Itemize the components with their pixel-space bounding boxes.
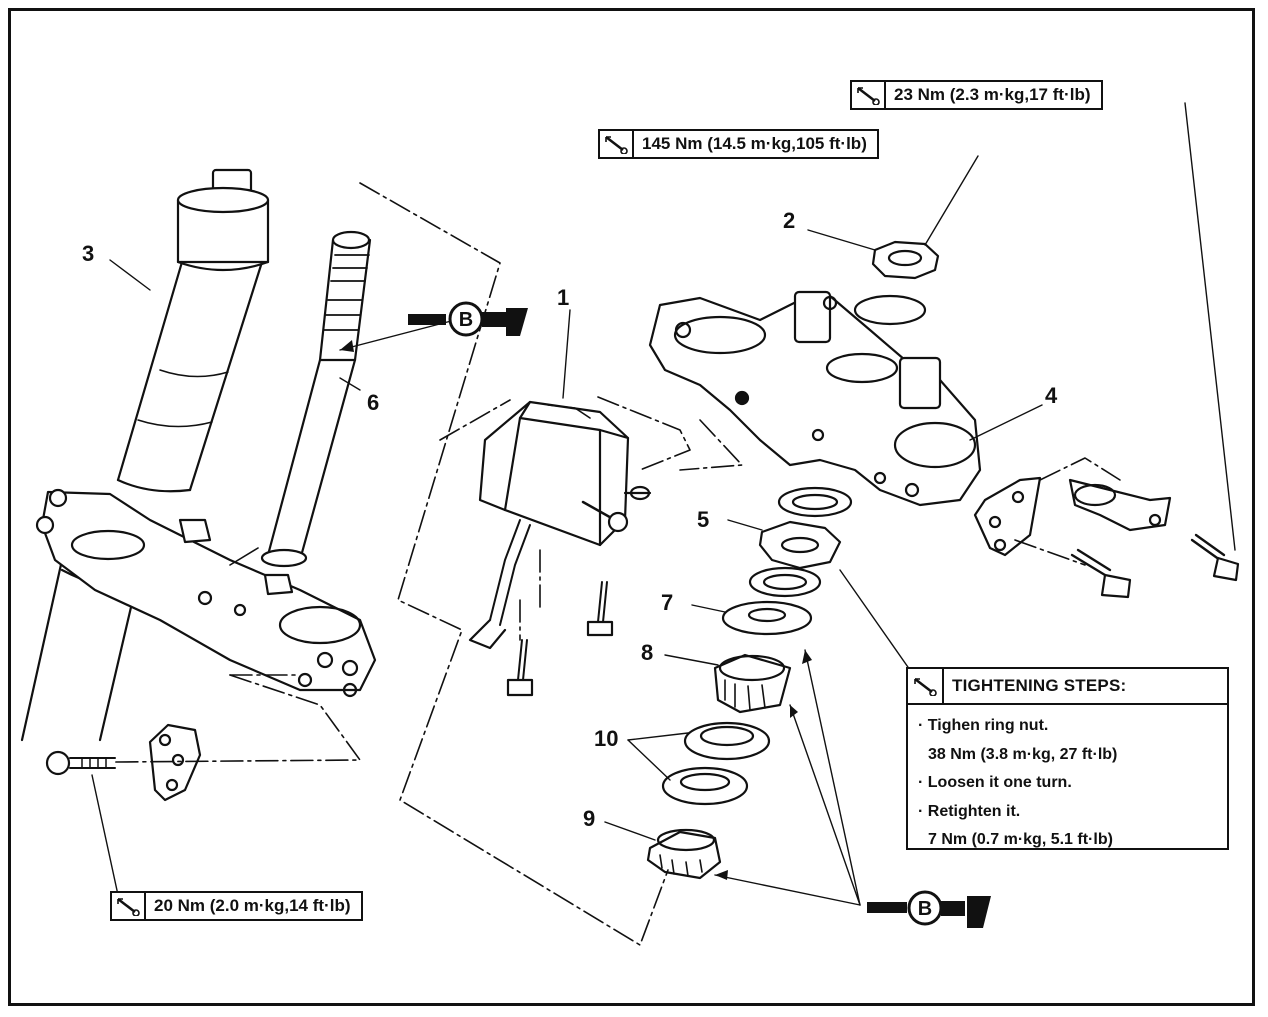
mounting-bolts-cover xyxy=(506,581,614,697)
callout-7: 7 xyxy=(661,590,674,615)
grease-gun-icon: B xyxy=(867,890,991,928)
callout-4: 4 xyxy=(1045,383,1058,408)
cover-item-1 xyxy=(468,400,652,650)
torque-wrench-icon xyxy=(600,131,634,157)
torque-value-right-bolt: 23 Nm (2.3 m·kg,17 ft·lb) xyxy=(894,85,1091,104)
torque-wrench-icon xyxy=(852,82,886,108)
step-3: · Retighten it. xyxy=(918,802,1021,820)
step-1: · Tighen ring nut. xyxy=(918,717,1049,734)
steering-stem-nut xyxy=(871,240,940,280)
torque-box-left-bolt: 20 Nm (2.0 m·kg,14 ft·lb) xyxy=(110,891,363,921)
grease-gun-icon: B xyxy=(408,301,528,337)
torque-wrench-icon xyxy=(908,669,944,703)
bearing-stack xyxy=(646,486,853,880)
callout-1: 1 xyxy=(557,285,570,310)
torque-value-left-bolt: 20 Nm (2.0 m·kg,14 ft·lb) xyxy=(154,896,351,915)
leader-arrowheads xyxy=(340,340,812,880)
leader-lines xyxy=(91,102,1236,906)
tightening-steps-header: TIGHTENING STEPS: xyxy=(908,669,1227,705)
callout-3: 3 xyxy=(82,241,95,266)
steering-stem xyxy=(229,230,372,568)
callout-6: 6 xyxy=(367,390,380,415)
step-2: · Loosen it one turn. xyxy=(918,774,1072,791)
torque-wrench-icon xyxy=(112,893,146,919)
upper-bracket xyxy=(648,290,982,507)
torque-box-right-bolt: 23 Nm (2.3 m·kg,17 ft·lb) xyxy=(850,80,1103,110)
callout-2: 2 xyxy=(783,208,796,233)
grease-symbol-letter: B xyxy=(459,309,473,331)
front-fork-tube xyxy=(20,168,270,742)
step-3-value: 7 Nm (0.7 m·kg, 5.1 ft·lb) xyxy=(928,831,1113,848)
handlebar-clamp-parts xyxy=(973,476,1240,599)
assembly-center-lines xyxy=(114,182,1121,946)
lower-bracket xyxy=(35,488,377,698)
tightening-steps-title: TIGHTENING STEPS: xyxy=(952,676,1127,695)
torque-box-stem-nut: 145 Nm (14.5 m·kg,105 ft·lb) xyxy=(598,129,879,159)
tightening-steps-box: TIGHTENING STEPS: · Tighen ring nut. 38 … xyxy=(906,667,1229,850)
callout-9: 9 xyxy=(583,806,596,831)
diagram-frame xyxy=(8,8,1255,1006)
torque-value-stem-nut: 145 Nm (14.5 m·kg,105 ft·lb) xyxy=(642,134,867,153)
step-1-value: 38 Nm (3.8 m·kg, 27 ft·lb) xyxy=(928,745,1118,763)
grease-symbol-letter: B xyxy=(918,898,932,920)
callout-8: 8 xyxy=(641,640,654,665)
callout-5: 5 xyxy=(697,507,710,532)
left-bolt-bracket xyxy=(45,723,202,802)
callout-10: 10 xyxy=(594,726,619,751)
tightening-steps-list: · Tighen ring nut. 38 Nm (3.8 m·kg, 27 f… xyxy=(908,705,1227,855)
